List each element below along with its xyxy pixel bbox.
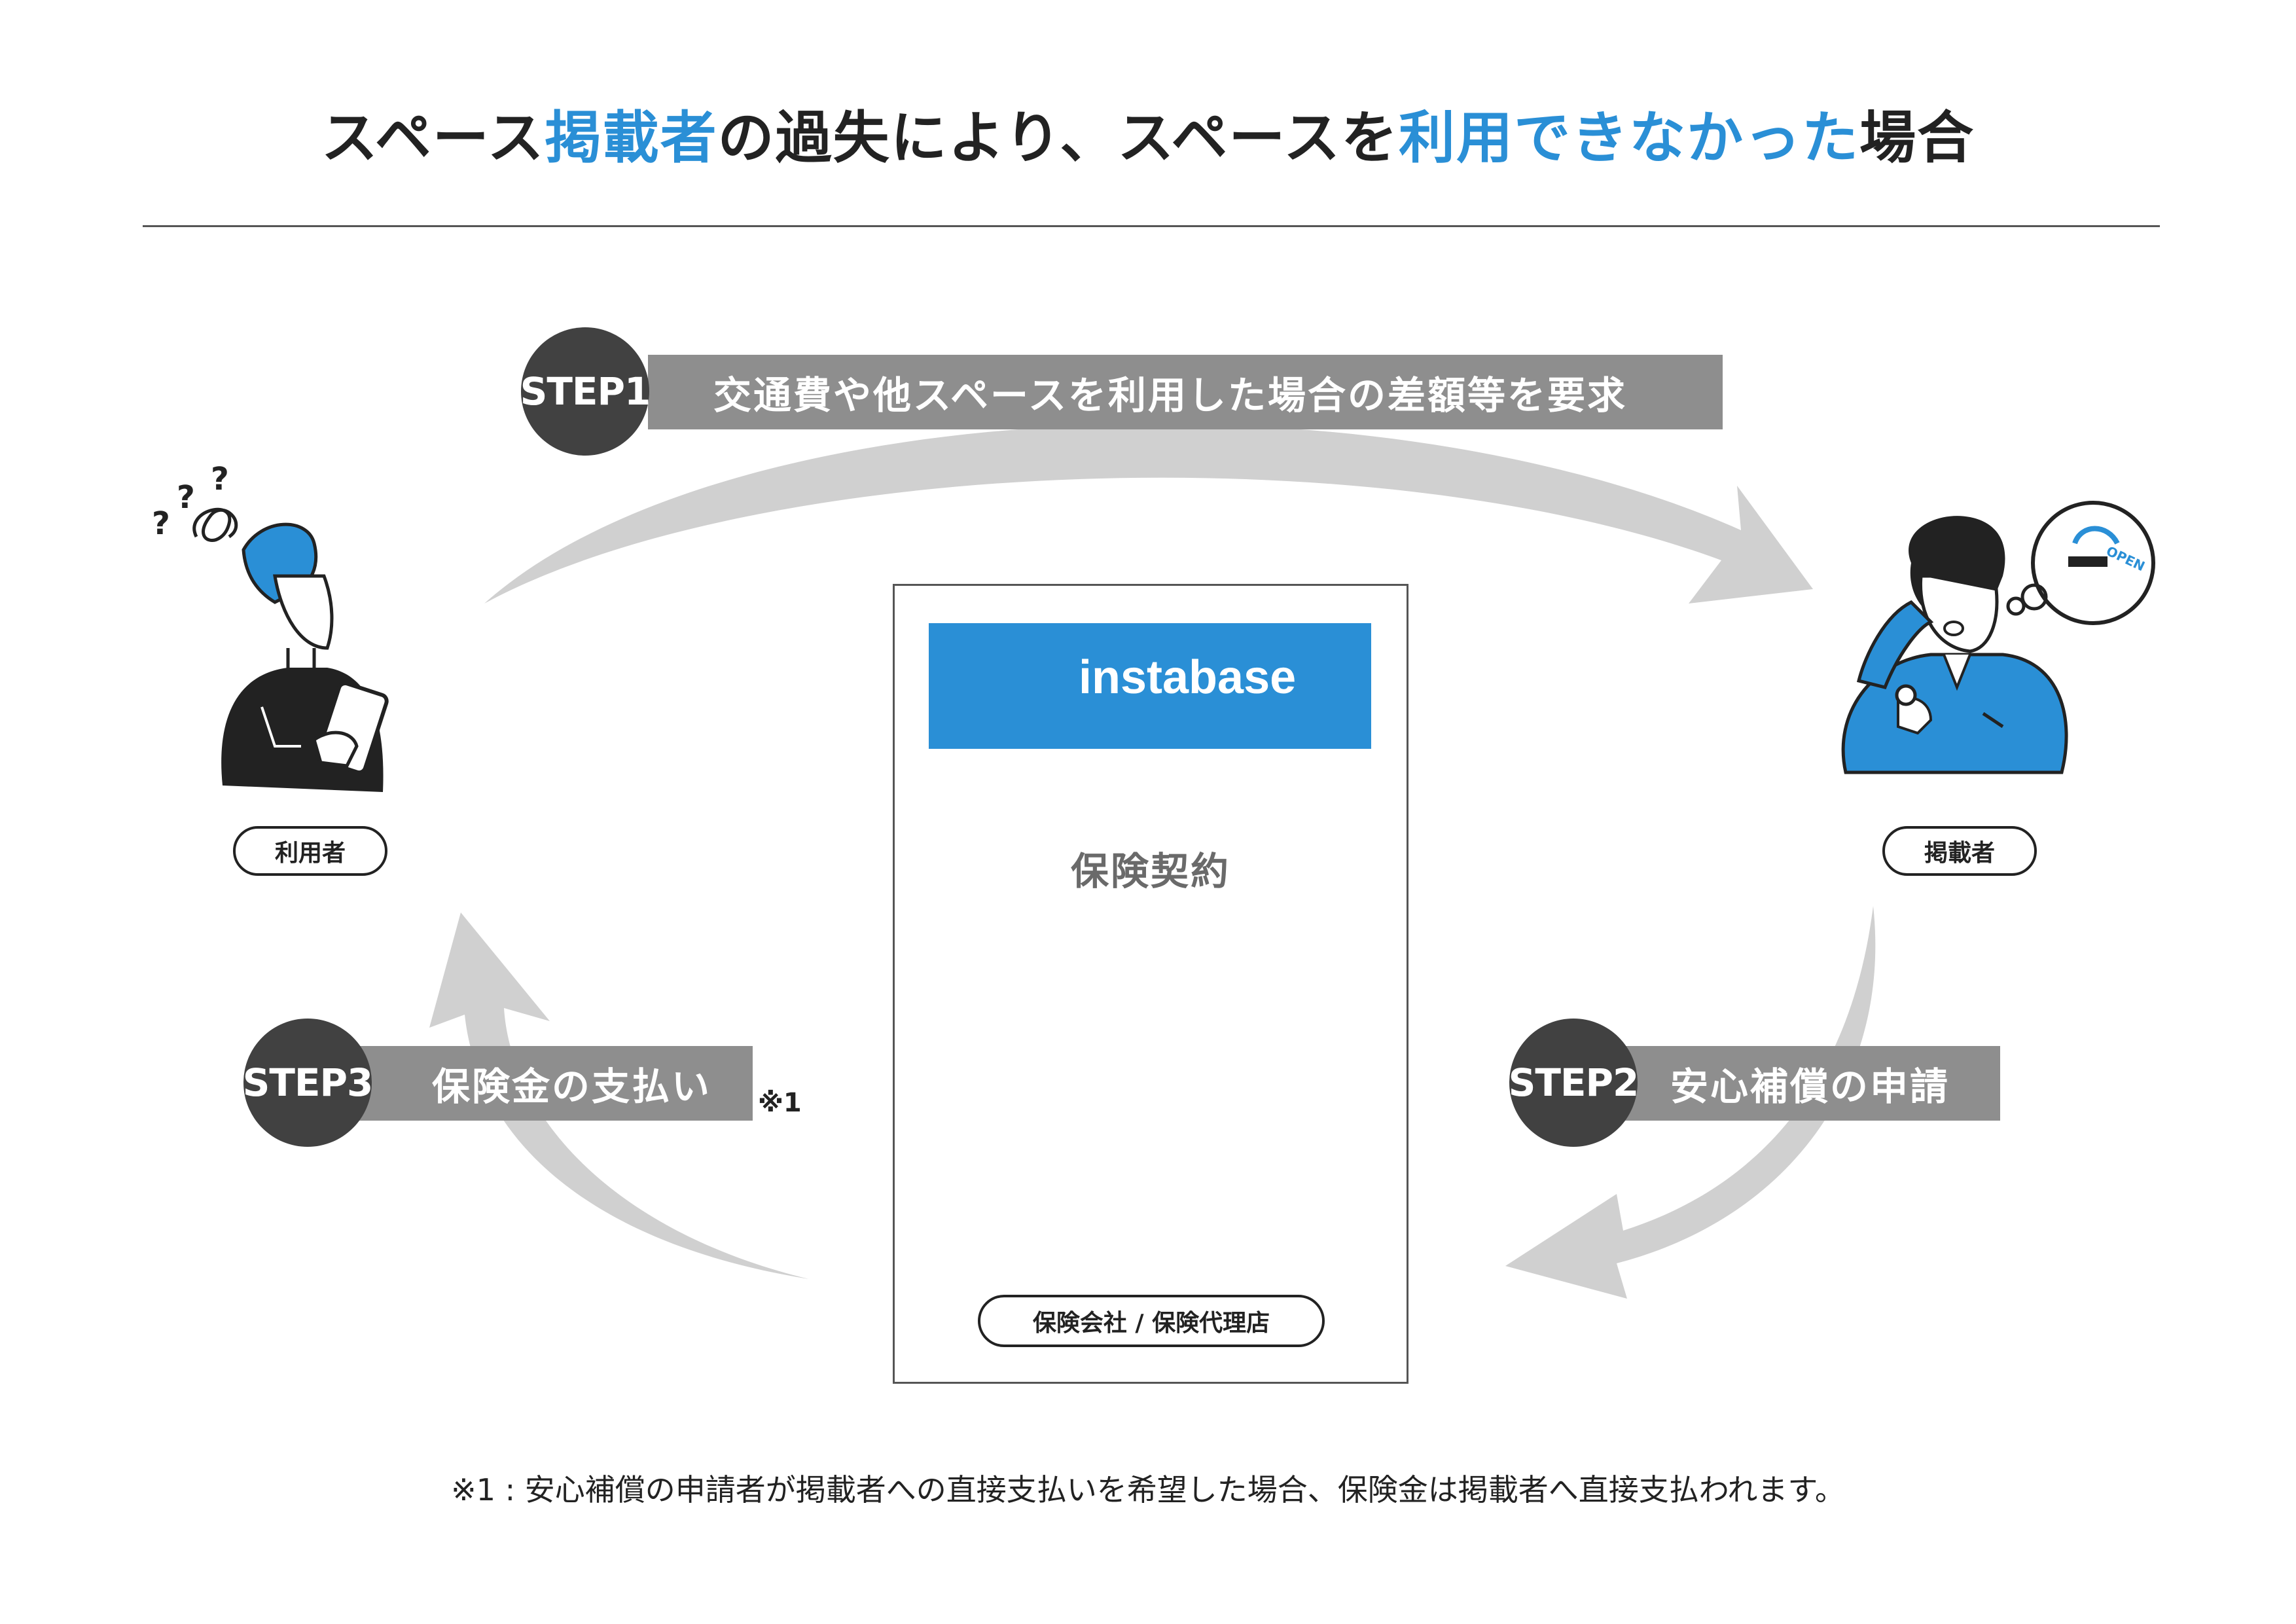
step2-number: STEP2 <box>1508 1060 1640 1105</box>
insurance-contract-label: 保険契約 <box>1070 849 1230 893</box>
footnote: ※1 : 安心補償の申請者が掲載者への直接支払いを希望した場合、保険金は掲載者へ… <box>451 1472 1845 1507</box>
step2-badge: STEP2 <box>1508 1019 1640 1147</box>
step3-band: 保険金の支払い <box>308 1046 753 1121</box>
title-divider <box>143 225 2160 227</box>
insurer-label: 保険会社 / 保険代理店 <box>978 1295 1325 1347</box>
host-label: 掲載者 <box>1882 826 2037 876</box>
arrow-step1-icon <box>484 424 1813 604</box>
user-label: 利用者 <box>233 826 387 876</box>
title-part: スペース <box>321 105 545 171</box>
step2-band: 安心補償の申請 <box>1566 1046 2000 1121</box>
step3-badge: STEP3 <box>242 1019 374 1147</box>
step1-badge: STEP1 <box>520 327 651 456</box>
title-part: の過失により、スペースを <box>717 105 1399 171</box>
page-title: スペース掲載者の過失により、スペースを利用できなかった場合 <box>0 92 2296 173</box>
svg-text:?: ? <box>211 461 229 497</box>
step2-label: 安心補償の申請 <box>1670 1064 1950 1109</box>
arrow-step2-icon <box>1505 906 1876 1299</box>
step1-number: STEP1 <box>520 369 651 414</box>
step3-number: STEP3 <box>242 1060 374 1105</box>
instabase-logo-text: instabase <box>1079 651 1297 704</box>
host-label-text: 掲載者 <box>1924 840 1995 867</box>
title-part: 場合 <box>1859 105 1975 171</box>
worried-host-illustration-icon: OPEN <box>1841 501 2155 774</box>
instabase-logo <box>929 623 1371 749</box>
step3-note-marker: ※1 <box>758 1088 802 1118</box>
title-part-highlight: 掲載者 <box>545 105 718 171</box>
step3-label: 保険金の支払い <box>432 1064 712 1109</box>
arrow-step3-icon <box>429 912 809 1279</box>
svg-text:?: ? <box>152 505 170 542</box>
step1-label: 交通費や他スペースを利用した場合の差額等を要求 <box>713 373 1628 418</box>
confused-user-illustration-icon: ? ? ? <box>152 461 389 792</box>
insurer-label-text: 保険会社 / 保険代理店 <box>1032 1310 1270 1337</box>
user-label-text: 利用者 <box>274 840 346 867</box>
title-part-highlight: 利用できなかった <box>1399 105 1860 171</box>
step1-band: 交通費や他スペースを利用した場合の差額等を要求 <box>648 355 1723 429</box>
svg-text:?: ? <box>177 479 195 516</box>
